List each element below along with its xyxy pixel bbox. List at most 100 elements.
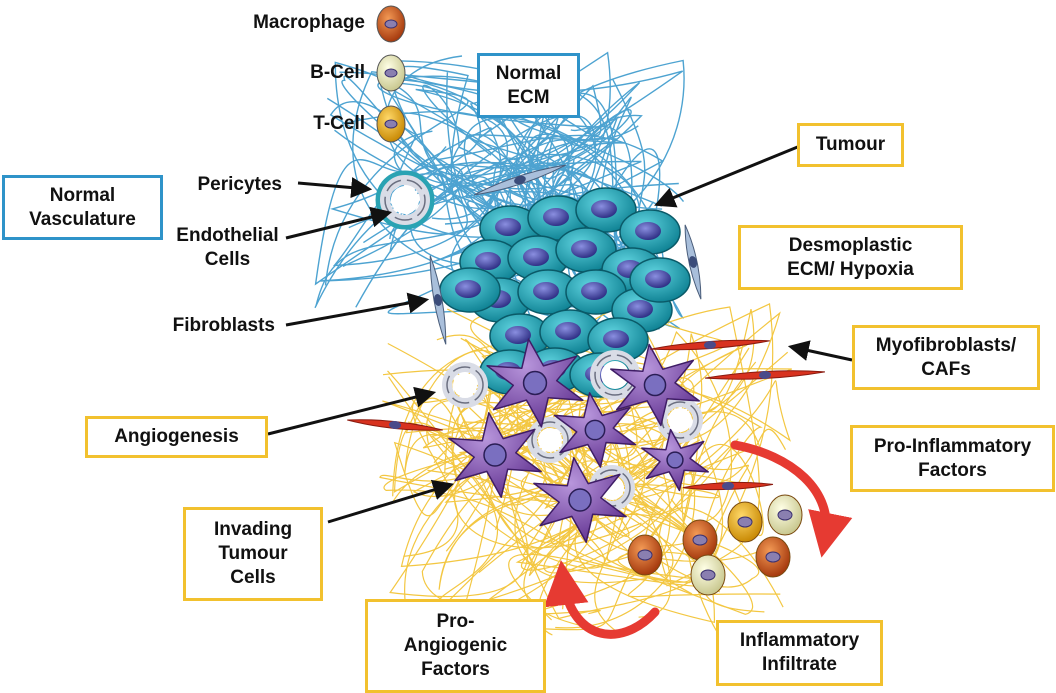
tumour-cell — [489, 313, 551, 359]
fibroblast-nucleus — [433, 294, 443, 306]
pro-inflammatory-arrow — [730, 440, 853, 558]
invading-cell-nucleus — [584, 419, 606, 441]
legend-t-cell-icon-nucleus — [384, 119, 398, 129]
t-cell — [727, 501, 763, 543]
tumour-cell — [439, 267, 501, 313]
tumour-cell — [629, 257, 691, 303]
vessel-lumen — [391, 186, 419, 214]
tumour-cell-nucleus — [591, 200, 617, 218]
tumour-cell — [517, 269, 579, 315]
t-cell-nucleus — [737, 516, 753, 528]
invading-cell-nucleus — [568, 488, 592, 512]
angiogenesis-box: Angiogenesis — [85, 416, 268, 458]
myofibroblast-nucleus — [704, 340, 716, 350]
vessel-wall — [446, 366, 484, 404]
invading-cell-nucleus — [522, 370, 548, 396]
tumour-cell-nucleus — [603, 330, 629, 348]
pericytes-arrow — [297, 177, 373, 199]
tumour-box: Tumour — [797, 123, 904, 167]
pointer-arrows — [267, 144, 853, 524]
b-cell — [690, 554, 726, 596]
tumour-cell-nucleus — [571, 240, 597, 258]
invading-cell-nucleus — [643, 373, 667, 397]
immune-cells — [627, 494, 803, 596]
vessel-lumen — [538, 428, 562, 452]
myofibroblast — [682, 481, 774, 491]
tumour-cell-nucleus — [533, 282, 559, 300]
invading-cell — [448, 412, 542, 498]
tumour-cell-nucleus — [455, 280, 481, 298]
endothelial-cells-label: Endothelial Cells — [176, 225, 279, 270]
tumour-cell-nucleus — [645, 270, 671, 288]
invading-tumour-cells — [448, 338, 709, 543]
tumour-cell-nucleus — [523, 248, 549, 266]
endothelial-arrow — [285, 206, 393, 240]
legend-b-cell-icon — [376, 54, 406, 92]
b-cell-nucleus — [777, 509, 793, 521]
macrophage-cell — [755, 536, 791, 578]
fibroblast — [474, 164, 566, 196]
tumour-arrow — [654, 144, 801, 208]
tumour-cell-nucleus — [505, 326, 531, 344]
normal-vasculature-box: Normal Vasculature — [2, 175, 163, 240]
cytokine-arrows — [543, 440, 853, 639]
myofibroblast-nucleus — [389, 420, 401, 430]
fibroblast-nucleus — [688, 256, 698, 268]
blood-vessel — [375, 170, 435, 230]
legend-t-cell-icon — [376, 105, 406, 143]
macrophage-cell — [682, 519, 718, 561]
tumour-cell-nucleus — [555, 322, 581, 340]
legend-macrophage-label: Macrophage — [253, 12, 365, 33]
vessel-wall — [384, 179, 426, 221]
tumour-cell — [565, 269, 627, 315]
normal-ecm-box: Normal ECM — [477, 53, 580, 118]
macrophage-cell-nucleus — [692, 534, 708, 546]
legend-t-cell-label: T-Cell — [313, 113, 365, 134]
legend-b-cell-label: B-Cell — [310, 62, 365, 83]
myofibroblast — [650, 339, 770, 351]
ecm-fibre — [314, 109, 632, 305]
angiogenesis-arrow — [267, 386, 437, 436]
invading-cell-nucleus — [483, 443, 507, 467]
ecm-fibre — [391, 82, 538, 220]
ecm-fibre — [379, 96, 632, 256]
inflammatory-infiltrate-box: Inflammatory Infiltrate — [716, 620, 883, 686]
myofibroblasts-arrow — [787, 340, 853, 362]
fibroblasts-arrow — [285, 292, 430, 327]
macrophage-cell — [627, 534, 663, 576]
desmoplastic-fibre — [569, 380, 791, 595]
invading-cell — [533, 457, 627, 543]
myofibroblasts-box: Myofibroblasts/ CAFs — [852, 325, 1040, 390]
legend-cell-icons — [376, 5, 406, 143]
legend-macrophage-icon-nucleus — [384, 19, 398, 29]
fibroblasts-label: Fibroblasts — [172, 315, 275, 336]
myofibroblast-nucleus — [759, 370, 771, 380]
vessel-wall — [531, 421, 569, 459]
legend-b-cell-icon-nucleus — [384, 68, 398, 78]
fibroblast — [429, 255, 447, 345]
invading-cell — [641, 428, 709, 492]
desmoplastic-ecm-box: Desmoplastic ECM/ Hypoxia — [738, 225, 963, 290]
tumour-cell-nucleus — [627, 300, 653, 318]
tumour-cell-nucleus — [635, 222, 661, 240]
invading-cell-nucleus — [666, 451, 684, 469]
blood-vessel — [527, 417, 573, 463]
invading-cell — [553, 392, 637, 468]
myofibroblast — [347, 419, 443, 431]
tumour-cell-nucleus — [475, 252, 501, 270]
desmoplastic-fibre — [508, 507, 784, 621]
pro-inflammatory-box: Pro-Inflammatory Factors — [850, 425, 1055, 492]
invading-cell — [486, 338, 584, 428]
myofibroblast-nucleus — [722, 481, 734, 491]
tumour-cell — [539, 309, 601, 355]
tumour-cell — [575, 187, 637, 233]
invading-tumour-cells-box: Invading Tumour Cells — [183, 507, 323, 601]
vessel-lumen — [601, 361, 629, 389]
ecm-fibre — [389, 172, 616, 324]
tumour-cell — [527, 195, 589, 241]
b-cell-nucleus — [700, 569, 716, 581]
macrophage-cell-nucleus — [637, 549, 653, 561]
tumour-cell-nucleus — [495, 218, 521, 236]
